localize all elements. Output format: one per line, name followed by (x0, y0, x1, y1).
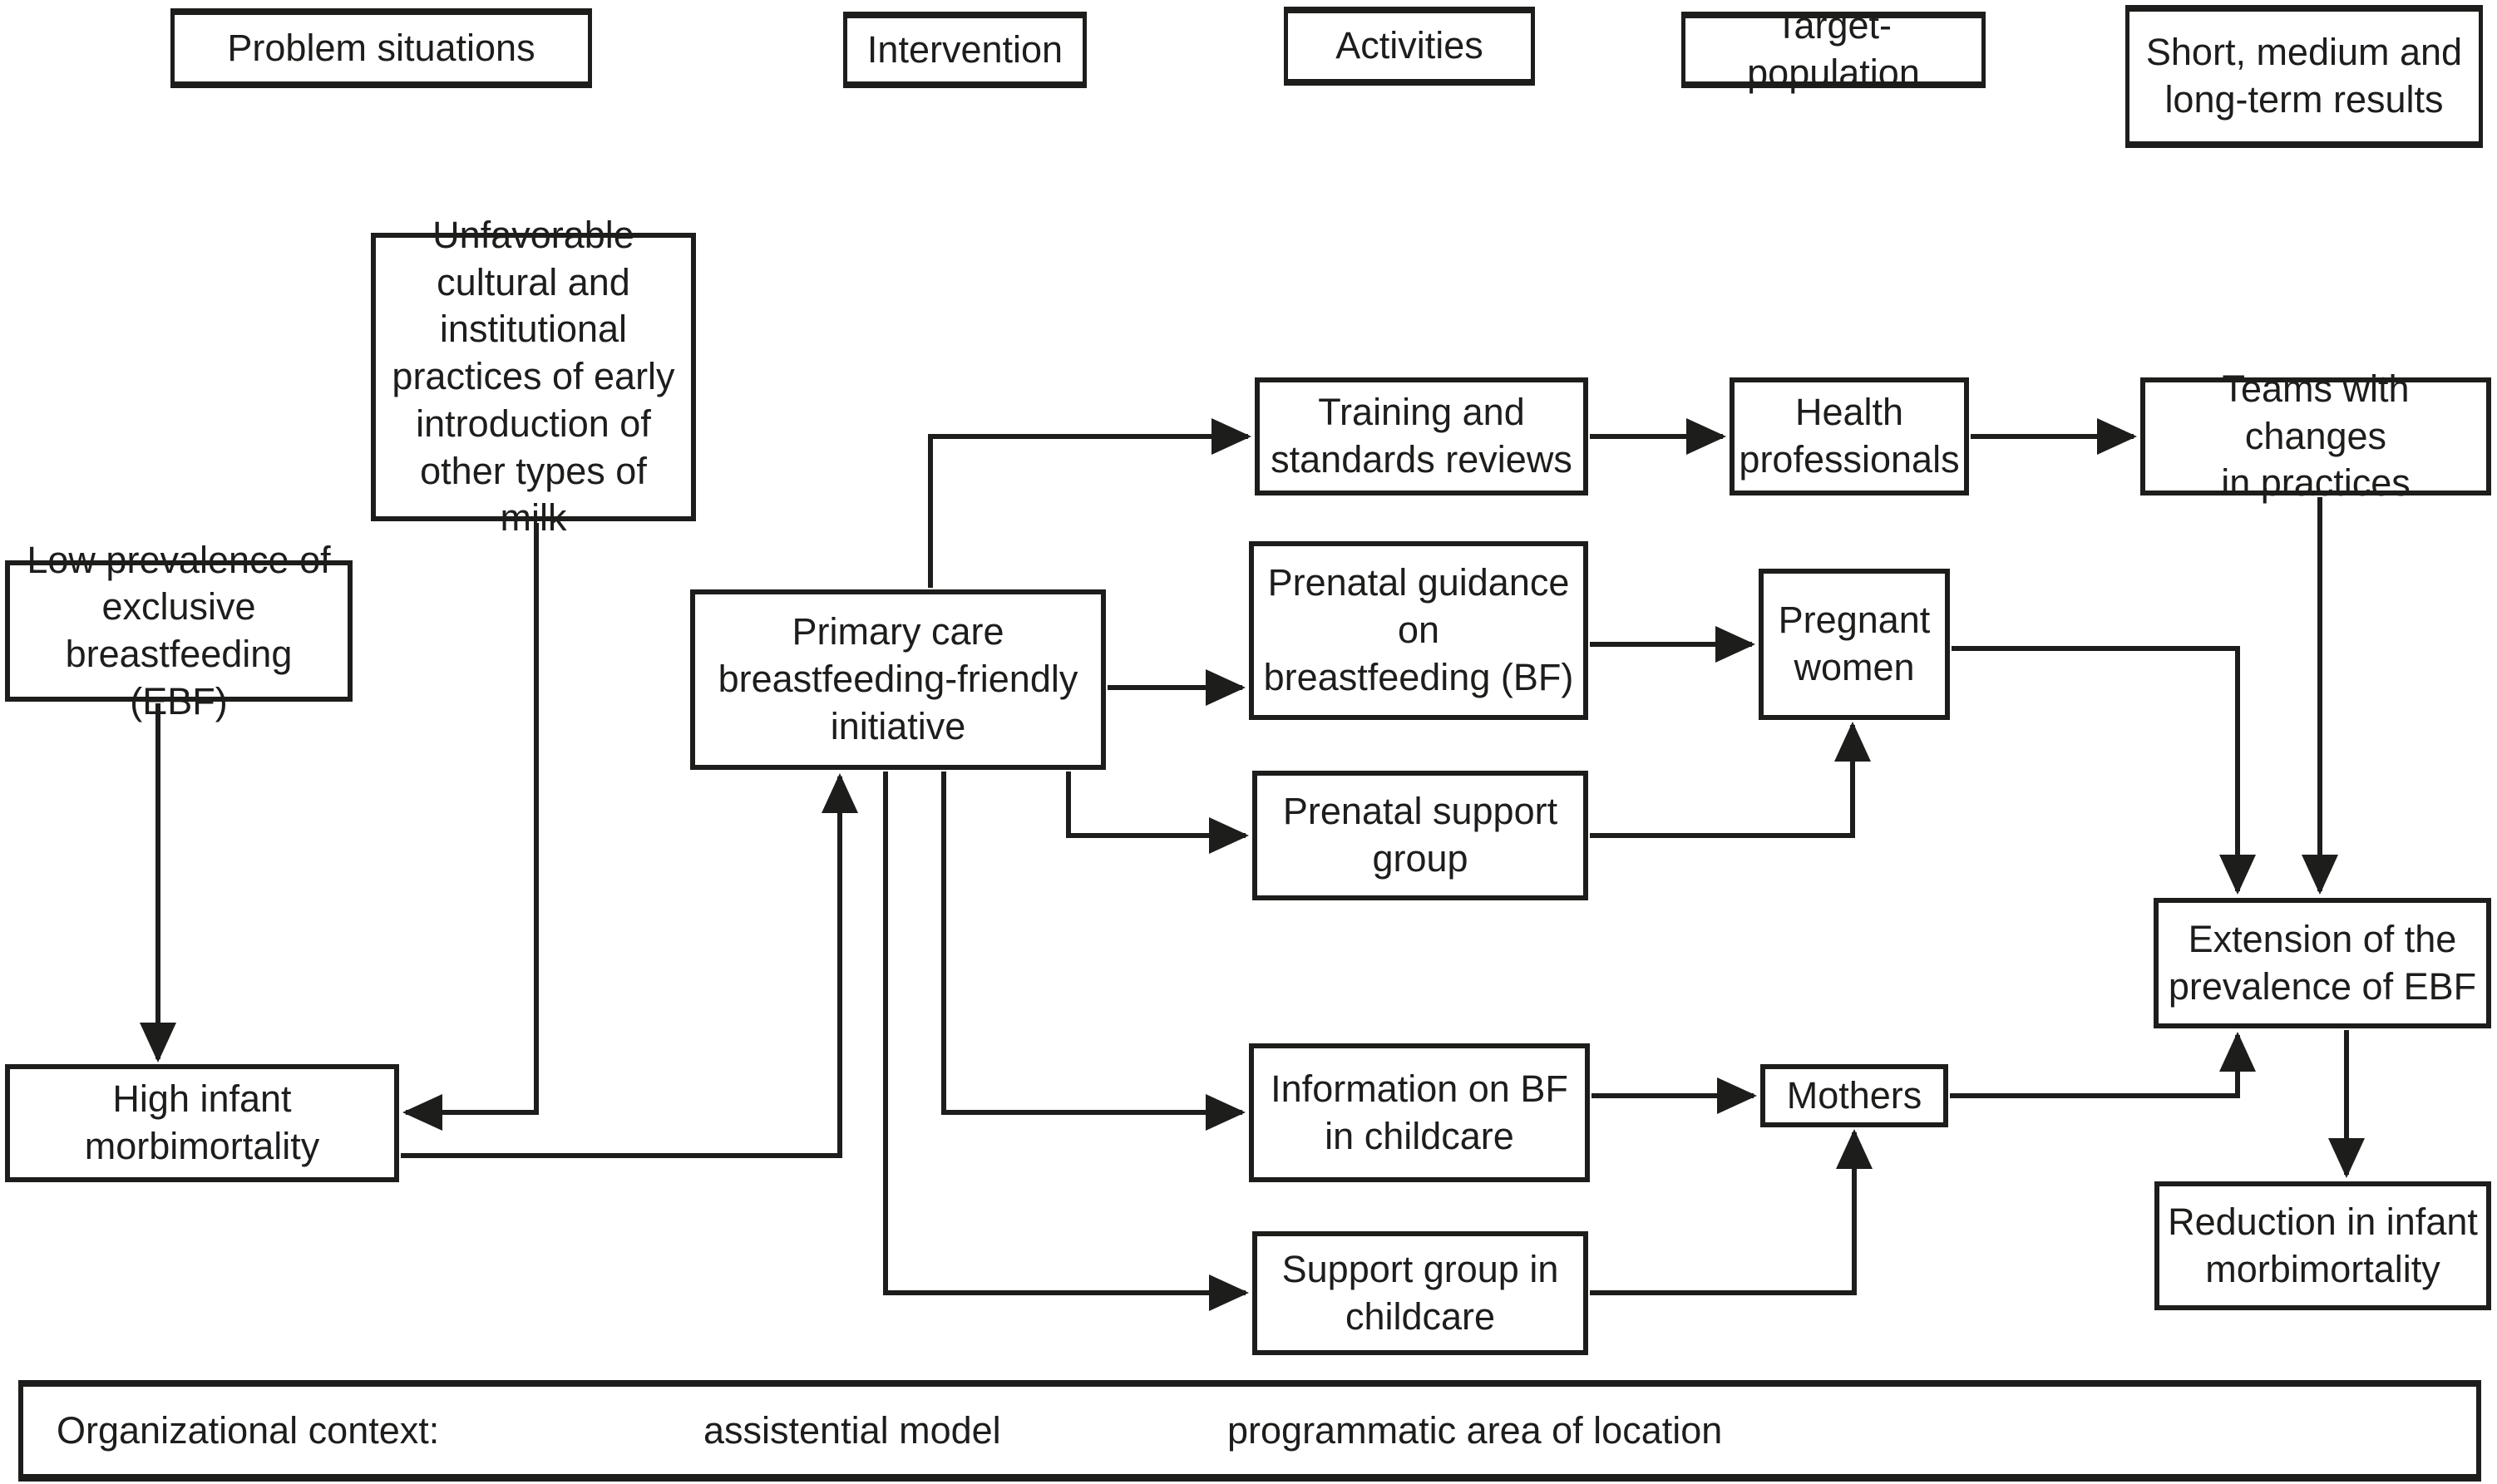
node-unfavorable-practices: Unfavorable cultural and institutional p… (371, 214, 696, 539)
node-high-infant-morbimortality: High infant morbimortality (5, 1064, 399, 1182)
header-intervention: Intervention (843, 12, 1087, 88)
header-problem-situations: Problem situations (170, 8, 592, 88)
header-activities: Activities (1284, 7, 1535, 86)
assistential-model-label: assistential model (703, 1408, 1001, 1452)
edges-group (140, 418, 2365, 1311)
node-low-prevalence-ebf: Low prevalence of exclusive breastfeedin… (5, 539, 353, 722)
node-training-standards-reviews: Training and standards reviews (1255, 377, 1588, 495)
node-primary-care-initiative: Primary care breastfeeding-friendly init… (690, 589, 1106, 770)
organizational-context-label: Organizational context: (57, 1408, 440, 1452)
node-pregnant-women: Pregnant women (1759, 569, 1950, 720)
node-mothers: Mothers (1760, 1064, 1948, 1127)
node-extension-prevalence-ebf: Extension of the prevalence of EBF (2154, 898, 2491, 1028)
programmatic-area-label: programmatic area of location (1227, 1408, 1723, 1452)
edge-primary-care-to-information-bf (941, 772, 1246, 1131)
edge-primary-care-to-training (928, 418, 1251, 588)
node-information-bf-childcare: Information on BF in childcare (1249, 1043, 1590, 1182)
edge-unfavorable-to-high-infant (402, 523, 539, 1131)
header-target-population: Target-population (1681, 4, 1986, 94)
node-prenatal-support-group: Prenatal support group (1252, 771, 1588, 900)
organizational-context-bar: Organizational context: assistential mode… (18, 1380, 2481, 1482)
node-support-group-childcare: Support group in childcare (1252, 1231, 1588, 1355)
edge-primary-care-to-support-group (883, 772, 1249, 1311)
edge-support-group-to-mothers (1590, 1129, 1873, 1295)
node-prenatal-guidance-bf: Prenatal guidance on breastfeeding (BF) (1249, 541, 1588, 720)
header-short-medium-long-term-results: Short, medium and long-term results (2125, 5, 2483, 148)
node-health-professionals: Health professionals (1730, 377, 1969, 495)
edge-primary-care-to-prenatal-support (1066, 772, 1249, 854)
edge-pregnant-women-to-extension (1952, 646, 2256, 895)
edge-high-infant-to-primary-care (401, 773, 858, 1158)
node-reduction-infant-morbimortality: Reduction in infant morbimortality (2154, 1181, 2491, 1310)
node-teams-changed-practices: Teams with changes in practices (2140, 367, 2491, 504)
edge-mothers-to-extension (1950, 1032, 2256, 1098)
edge-prenatal-support-to-pregnant-women (1590, 722, 1871, 838)
